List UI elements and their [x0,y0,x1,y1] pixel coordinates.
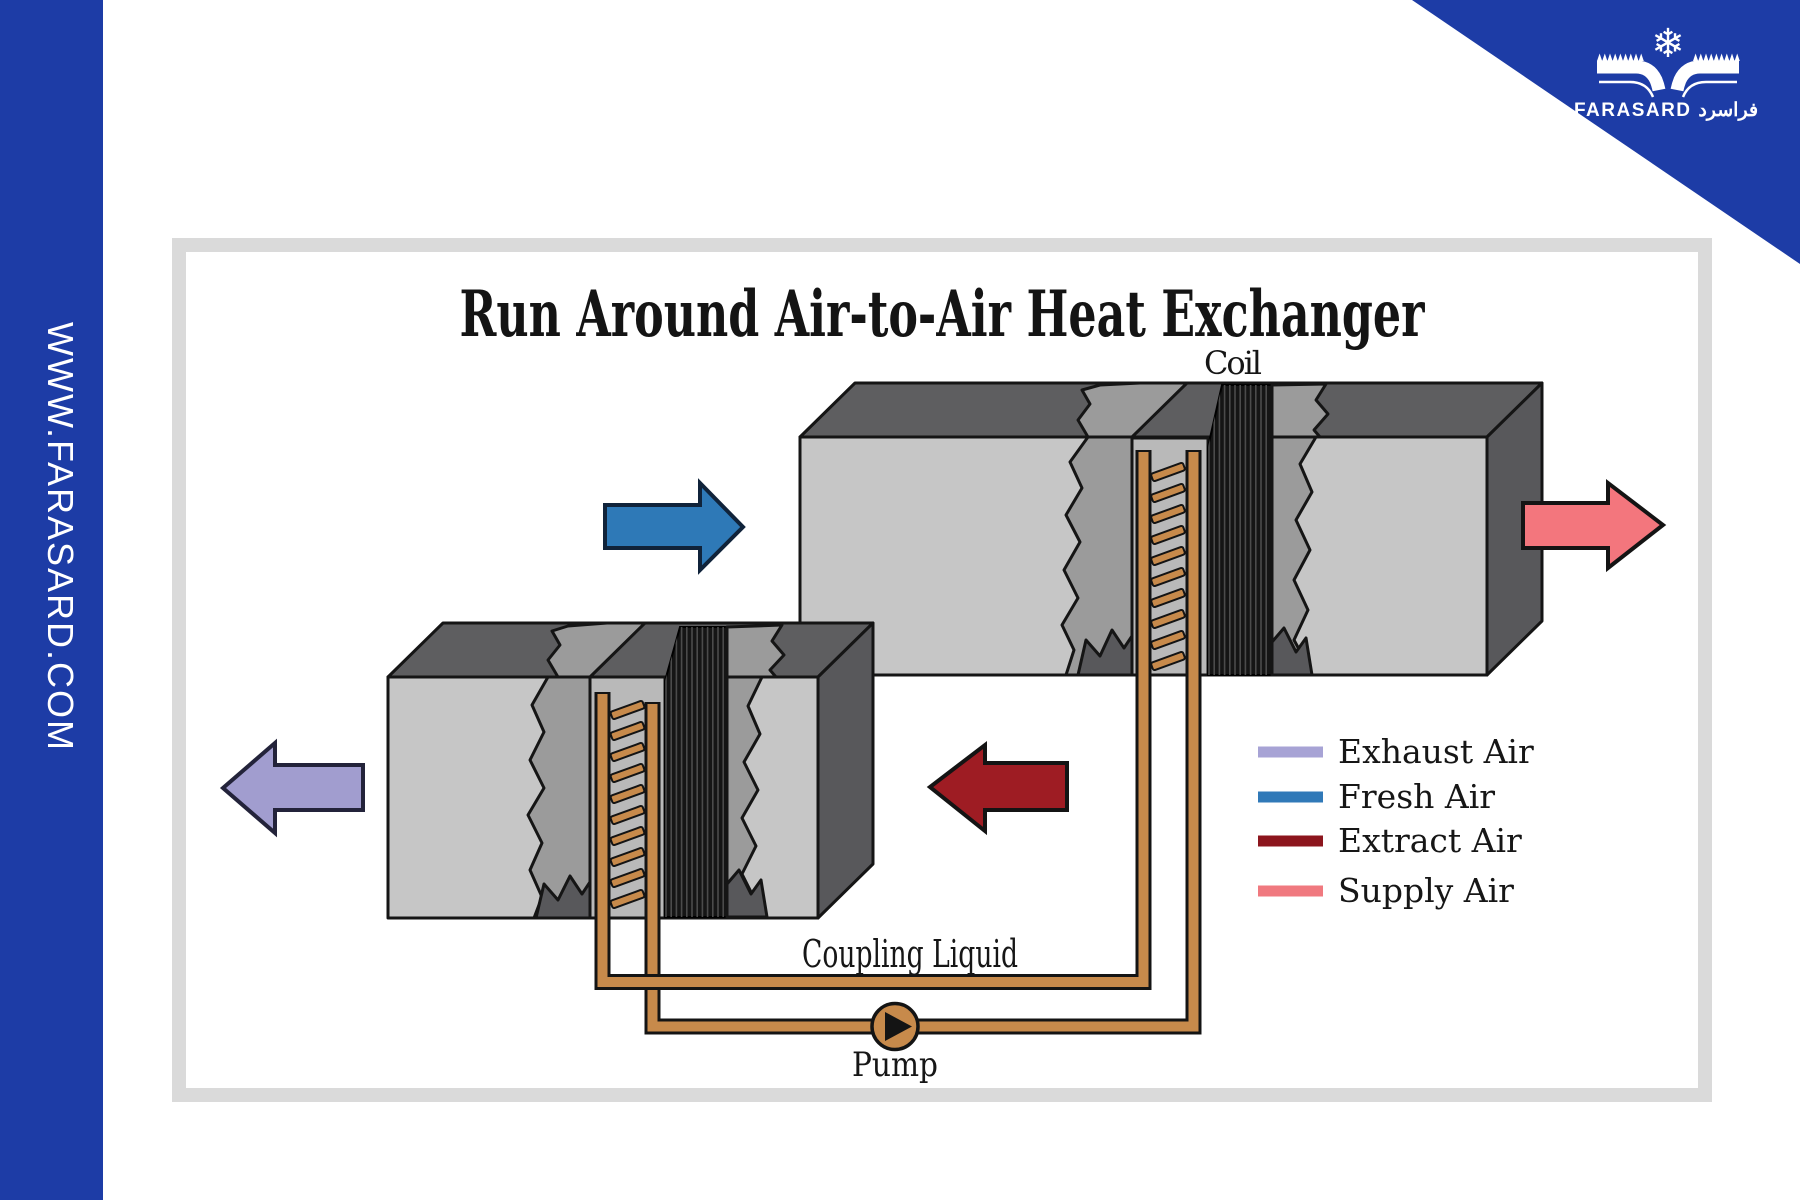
pump [870,1001,920,1052]
upper-crack-right-shadow [1270,626,1314,677]
pump-label: Pump [852,1045,938,1085]
upper-crack-left-top [1076,381,1189,439]
gear-teeth-icon [1597,53,1740,61]
pipe-inner [597,452,1149,987]
legend-swatch-exhaust [1258,746,1323,758]
snowflake-icon: ❄ [1651,21,1685,67]
legend-label-exhaust: Exhaust Air [1338,732,1534,771]
legend-swatch-extract [1258,835,1323,847]
legend-label-extract: Extract Air [1338,821,1522,860]
brand-name: FARASARD فراسرد [1574,100,1758,121]
lower-fins [665,627,725,917]
extract-air-arrow [926,740,1069,836]
coupling-pipes [594,450,1202,1035]
supply-air-arrow [1521,478,1667,573]
logo-underline-right [1681,80,1737,98]
lower-duct [386,621,875,920]
lower-fin-block [664,626,728,918]
legend-swatch-fresh [1258,791,1323,803]
lower-coil-rungs [609,699,646,910]
legend-row: Supply Air [1258,871,1514,910]
legend-label-supply: Supply Air [1338,871,1514,910]
lower-crack-left-top [546,621,647,679]
sidebar-url: WWW.FARASARD.COM [40,322,81,752]
pump-impeller-icon [885,1012,912,1041]
legend: Exhaust Air Fresh Air Extract Air Supply… [1258,732,1534,910]
coupling-liquid-label: Coupling Liquid [802,932,1018,976]
gear-band-left-icon [1597,60,1666,92]
farasard-logo: ❄ FARASARD فراسرد [1574,21,1758,121]
lower-crack-right-shadow [725,868,769,919]
upper-duct [798,381,1544,677]
exhaust-air-arrow [219,738,365,838]
logo-underline-left [1599,80,1655,98]
upper-coil-rungs [1150,461,1186,672]
lower-crack-right-top [725,623,786,679]
legend-row: Exhaust Air [1258,732,1534,771]
legend-label-fresh: Fresh Air [1338,777,1495,816]
lower-crack-left [526,675,592,920]
legend-swatch-supply [1258,885,1323,897]
sidebar [0,0,103,1200]
upper-crack-right-top [1270,382,1330,439]
gear-band-right-icon [1670,60,1739,92]
lower-duct-end-face [816,621,875,920]
pipe-outer [647,452,1199,1032]
page-title: Run Around Air-to-Air Heat Exchanger [460,277,1426,352]
coil-label: Coil [1204,344,1262,382]
legend-row: Fresh Air [1258,777,1495,816]
legend-row: Extract Air [1258,821,1522,860]
fresh-air-arrow [603,478,746,575]
